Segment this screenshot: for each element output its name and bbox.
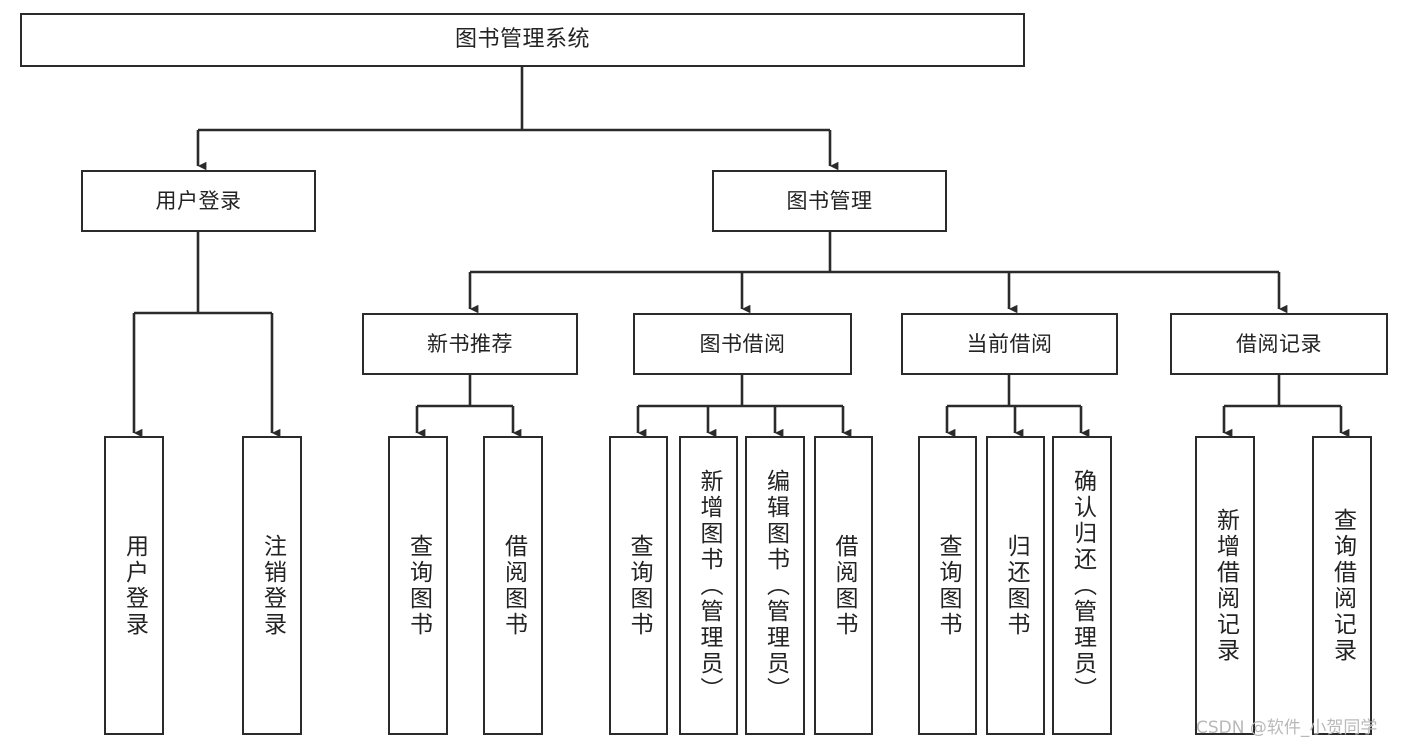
node-leaf-query-book-3[interactable]: 查询图书 [918, 436, 977, 735]
node-leaf-edit-book-label: 编辑图书（管理员） [762, 468, 789, 703]
node-borrow-record[interactable]: 借阅记录 [1170, 313, 1388, 375]
node-borrow-record-label: 借阅记录 [1236, 331, 1322, 356]
node-user-login-label: 用户登录 [155, 188, 242, 213]
node-leaf-add-record[interactable]: 新增借阅记录 [1195, 436, 1255, 735]
node-book-borrow-label: 图书借阅 [699, 331, 786, 356]
node-book-management[interactable]: 图书管理 [712, 170, 947, 232]
node-leaf-query-book-3-label: 查询图书 [935, 533, 961, 638]
node-leaf-add-book[interactable]: 新增图书（管理员） [679, 436, 738, 735]
node-leaf-query-book-1[interactable]: 查询图书 [388, 436, 448, 735]
node-leaf-query-record[interactable]: 查询借阅记录 [1312, 436, 1372, 735]
node-current-borrow-label: 当前借阅 [966, 331, 1053, 356]
node-book-borrow[interactable]: 图书借阅 [633, 313, 852, 375]
node-leaf-confirm-return-label: 确认归还（管理员） [1069, 468, 1096, 703]
node-leaf-query-book-1-label: 查询图书 [405, 533, 432, 638]
node-leaf-user-login[interactable]: 用户登录 [104, 436, 164, 735]
node-user-login[interactable]: 用户登录 [81, 170, 316, 232]
node-leaf-logout-label: 注销登录 [259, 533, 286, 638]
node-leaf-return-book-label: 归还图书 [1003, 533, 1029, 638]
node-leaf-confirm-return[interactable]: 确认归还（管理员） [1052, 436, 1112, 735]
node-leaf-logout[interactable]: 注销登录 [242, 436, 302, 735]
node-leaf-user-login-label: 用户登录 [121, 533, 148, 638]
node-leaf-add-book-label: 新增图书（管理员） [696, 468, 722, 703]
node-new-book-recommend-label: 新书推荐 [427, 331, 513, 356]
node-leaf-borrow-book-1[interactable]: 借阅图书 [483, 436, 543, 735]
node-leaf-borrow-book-2-label: 借阅图书 [831, 533, 857, 638]
node-current-borrow[interactable]: 当前借阅 [901, 313, 1118, 375]
node-leaf-return-book[interactable]: 归还图书 [986, 436, 1045, 735]
node-root[interactable]: 图书管理系统 [20, 13, 1025, 67]
node-book-management-label: 图书管理 [786, 188, 873, 213]
node-root-label: 图书管理系统 [454, 27, 590, 53]
node-leaf-edit-book[interactable]: 编辑图书（管理员） [745, 436, 805, 735]
node-leaf-query-book-2[interactable]: 查询图书 [609, 436, 668, 735]
node-new-book-recommend[interactable]: 新书推荐 [362, 313, 578, 375]
node-leaf-query-book-2-label: 查询图书 [626, 533, 652, 638]
node-leaf-query-record-label: 查询借阅记录 [1329, 507, 1356, 664]
csdn-watermark: CSDN @软件_小贺同学 [1196, 718, 1378, 738]
node-leaf-add-record-label: 新增借阅记录 [1212, 507, 1239, 664]
node-leaf-borrow-book-1-label: 借阅图书 [500, 533, 527, 638]
node-leaf-borrow-book-2[interactable]: 借阅图书 [814, 436, 873, 735]
